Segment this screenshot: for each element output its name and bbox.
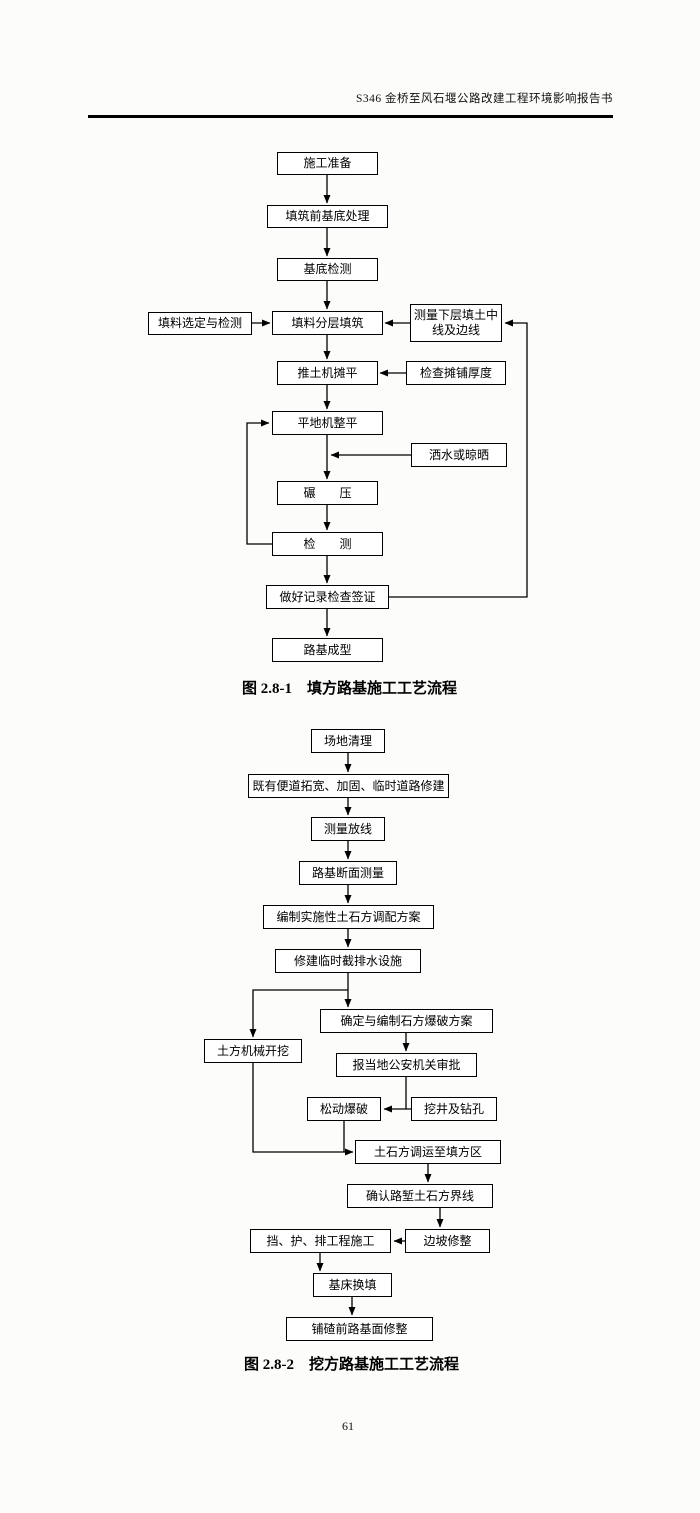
node-bed-replacement: 基床换填 — [313, 1273, 392, 1297]
node-loosening-blasting: 松动爆破 — [307, 1097, 381, 1121]
node-temporary-drainage: 修建临时截排水设施 — [275, 949, 421, 973]
node-haul-to-fill-area: 土石方调运至填方区 — [355, 1140, 501, 1164]
node-rolling-compaction: 碾 压 — [277, 481, 378, 505]
node-base-inspection: 基底检测 — [277, 258, 378, 281]
flow2-connectors — [249, 753, 444, 1316]
node-survey-layout: 测量放线 — [311, 817, 385, 841]
node-bulldozer-spreading: 推土机摊平 — [277, 361, 378, 385]
node-measure-lower-layer-lines: 测量下层填土中线及边线 — [410, 304, 502, 342]
node-subgrade-formed: 路基成型 — [272, 638, 383, 662]
node-surface-trimming: 铺碴前路基面修整 — [286, 1317, 433, 1341]
node-mechanical-excavation: 土方机械开挖 — [204, 1039, 302, 1063]
flow1-connectors — [246, 175, 528, 637]
node-retaining-works: 挡、护、排工程施工 — [250, 1229, 391, 1253]
node-watering-or-drying: 洒水或晾晒 — [411, 443, 507, 467]
node-site-clearing: 场地清理 — [311, 729, 385, 753]
node-grader-leveling: 平地机整平 — [272, 411, 383, 435]
node-access-road-works: 既有便道拓宽、加固、临时道路修建 — [248, 774, 449, 798]
node-construction-prep: 施工准备 — [277, 152, 378, 175]
node-record-and-sign: 做好记录检查签证 — [266, 585, 389, 609]
header-rule — [88, 115, 613, 118]
node-police-approval: 报当地公安机关审批 — [336, 1053, 477, 1077]
node-check-paving-thickness: 检查摊铺厚度 — [406, 361, 506, 385]
node-earthwork-allocation-plan: 编制实施性土石方调配方案 — [263, 905, 434, 929]
node-cutting-boundary-confirm: 确认路堑土石方界线 — [347, 1184, 493, 1208]
node-cross-section-measurement: 路基断面测量 — [299, 861, 397, 885]
page-header: S346 金桥至风石堰公路改建工程环境影响报告书 — [355, 93, 613, 105]
node-slope-trimming: 边坡修整 — [405, 1229, 490, 1253]
node-blasting-plan: 确定与编制石方爆破方案 — [320, 1009, 493, 1033]
node-layered-filling: 填料分层填筑 — [272, 311, 383, 335]
figure-caption-2: 图 2.8-2 挖方路基施工工艺流程 — [244, 1357, 459, 1373]
node-fill-material-selection: 填料选定与检测 — [148, 312, 252, 335]
page-number: 61 — [342, 1419, 354, 1433]
node-pre-fill-base-treatment: 填筑前基底处理 — [267, 205, 388, 228]
node-well-drilling: 挖井及钻孔 — [411, 1097, 497, 1121]
figure-caption-1: 图 2.8-1 填方路基施工工艺流程 — [242, 681, 457, 697]
node-inspection: 检 测 — [272, 532, 383, 556]
